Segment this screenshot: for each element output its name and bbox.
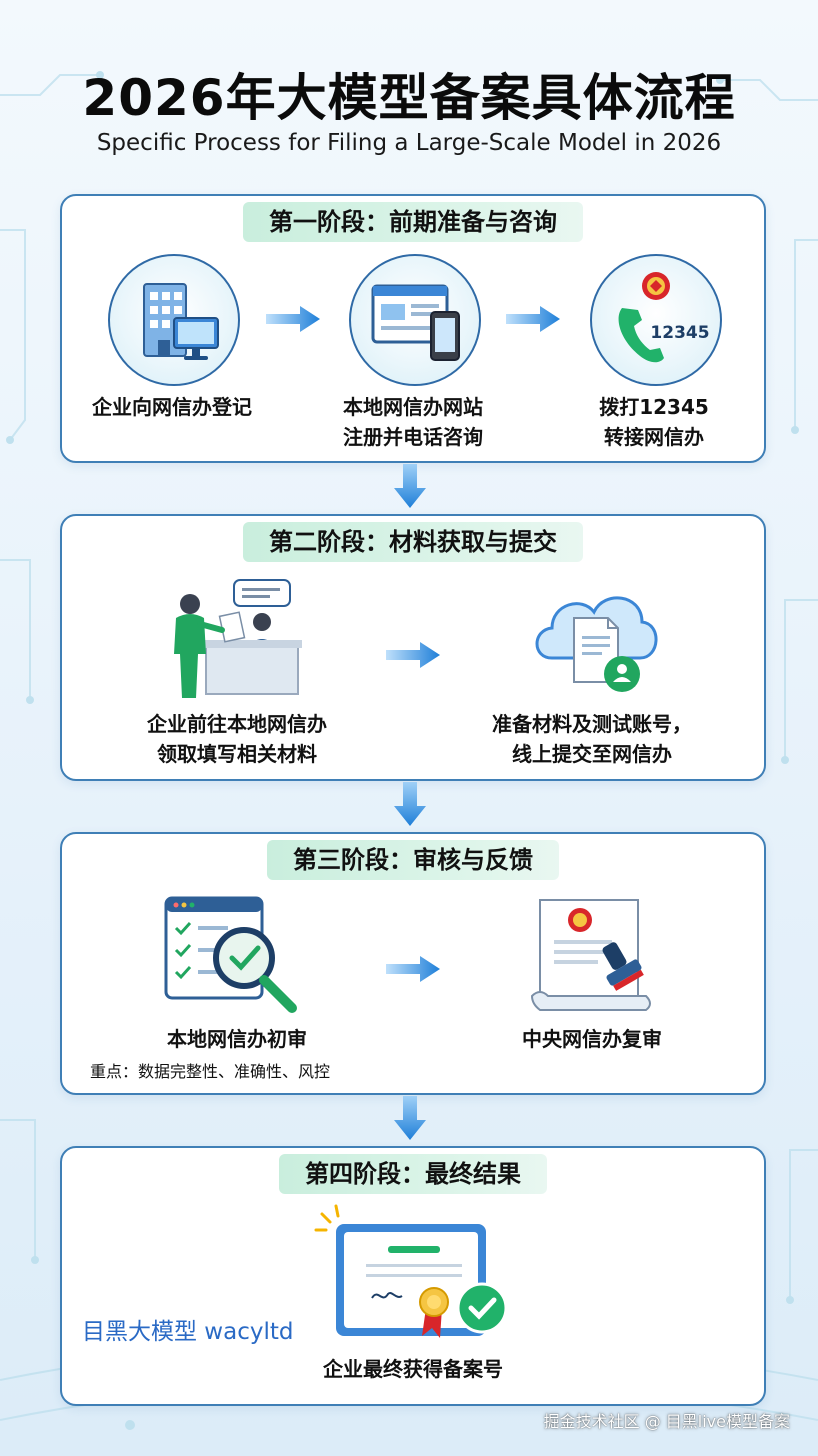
stage-1-step-1-caption: 企业向网信办登记	[64, 392, 280, 422]
stage-3-panel: 第三阶段：审核与反馈 本地网信办初审 重点：数据完整性、准确性、风控	[60, 832, 766, 1095]
certificate-approved-icon	[314, 1204, 514, 1354]
brand-watermark: 目黑大模型 wacyltd	[82, 1312, 293, 1346]
official-document-stamp-icon	[526, 892, 666, 1016]
arrow-down-icon	[392, 782, 428, 828]
phone-hotline-icon: 12345	[590, 254, 722, 386]
stage-2-step-1-caption: 企业前往本地网信办 领取填写相关材料	[122, 709, 352, 769]
page-subtitle: Specific Process for Filing a Large-Scal…	[0, 130, 818, 156]
arrow-right-icon	[506, 304, 562, 334]
office-building-icon	[108, 254, 240, 386]
stage-1-panel: 第一阶段：前期准备与咨询 企业向网信办登记	[60, 194, 766, 463]
website-devices-icon	[349, 254, 481, 386]
page-title: 2026年大模型备案具体流程	[0, 58, 818, 130]
stage-1-heading: 第一阶段：前期准备与咨询	[243, 202, 583, 242]
stage-4-panel: 第四阶段：最终结果 企业最终获得备案号	[60, 1146, 766, 1406]
stage-4-step-1-caption: 企业最终获得备案号	[288, 1354, 538, 1384]
stage-3-step-2-caption: 中央网信办复审	[492, 1024, 692, 1054]
arrow-right-icon	[266, 304, 322, 334]
hotline-badge: 12345	[650, 323, 709, 343]
stage-3-step-1-note: 重点：数据完整性、准确性、风控	[90, 1058, 330, 1082]
stage-2-step-2-caption: 准备材料及测试账号， 线上提交至网信办	[462, 709, 722, 769]
stage-1-step-2-caption: 本地网信办网站 注册并电话咨询	[305, 392, 521, 452]
cloud-upload-document-icon	[526, 574, 666, 702]
footer-watermark: 掘金技术社区 @ 目黑live模型备案	[544, 1408, 790, 1432]
arrow-right-icon	[386, 640, 442, 670]
stage-2-panel: 第二阶段：材料获取与提交 企业前往本地网信办 领取填写相关材料 准备材料及测试账…	[60, 514, 766, 781]
arrow-right-icon	[386, 954, 442, 984]
stage-4-heading: 第四阶段：最终结果	[279, 1154, 547, 1194]
arrow-down-icon	[392, 1096, 428, 1142]
office-counter-icon	[166, 574, 306, 702]
stage-3-heading: 第三阶段：审核与反馈	[267, 840, 559, 880]
arrow-down-icon	[392, 464, 428, 510]
stage-3-step-1-caption: 本地网信办初审	[122, 1024, 352, 1054]
stage-1-step-3-caption: 拨打12345 转接网信办	[546, 392, 762, 452]
checklist-magnifier-icon	[162, 892, 312, 1016]
stage-2-heading: 第二阶段：材料获取与提交	[243, 522, 583, 562]
